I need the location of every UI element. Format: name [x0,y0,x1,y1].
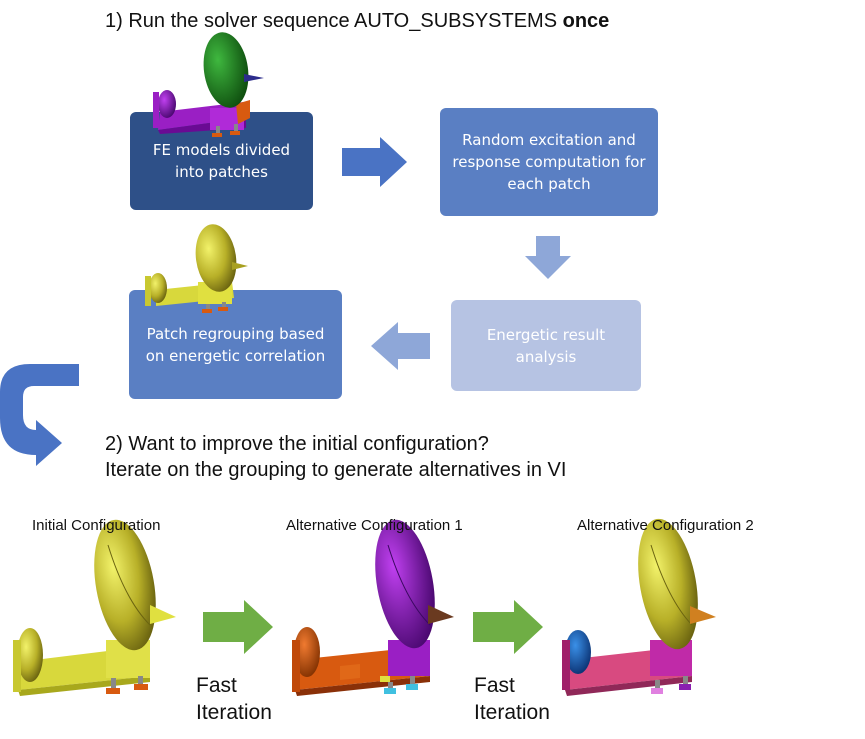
energetic-analysis-box: Energetic result analysis [451,300,641,391]
patch-regrouping-label: Patch regrouping based on energetic corr… [145,324,326,365]
alternative-configuration-2-label: Alternative Configuration 2 [577,517,754,534]
fast-iteration-label-2: Fast Iteration [474,672,550,726]
initial-configuration-model [13,519,176,696]
patch-regrouping-box: Patch regrouping based on energetic corr… [129,290,342,399]
arrow-down-icon [525,236,571,279]
regrouped-model-thumbnail [145,224,248,313]
fast-iteration-1-line1: Fast [196,674,237,697]
fe-models-label: FE models divided into patches [152,141,291,181]
step2-heading: 2) Want to improve the initial configura… [105,431,566,483]
step2-heading-line2: Iterate on the grouping to generate alte… [105,459,567,481]
initial-configuration-label: Initial Configuration [32,517,161,534]
iteration-arrow-1-icon [203,600,273,654]
energetic-analysis-label: Energetic result analysis [486,325,606,366]
alternative-configuration-2-model [562,518,716,696]
fast-iteration-label-1: Fast Iteration [196,672,272,726]
fe-model-thumbnail [153,32,264,137]
random-excitation-label: Random excitation and response computati… [452,131,646,193]
random-excitation-box: Random excitation and response computati… [440,108,658,216]
arrow-left-icon [371,322,430,370]
fast-iteration-1-line2: Iteration [196,701,272,724]
arrow-right-icon [342,137,407,187]
step2-heading-line1: 2) Want to improve the initial configura… [105,433,489,455]
fast-iteration-2-line2: Iteration [474,701,550,724]
step1-heading-emphasis: once [562,10,610,32]
alternative-configuration-1-label: Alternative Configuration 1 [286,517,463,534]
iteration-arrow-2-icon [473,600,543,654]
curved-arrow-icon [0,364,79,466]
step1-heading: 1) Run the solver sequence AUTO_SUBSYSTE… [105,10,609,33]
fast-iteration-2-line1: Fast [474,674,515,697]
step1-heading-text: 1) Run the solver sequence AUTO_SUBSYSTE… [105,10,563,32]
alternative-configuration-1-model [292,519,454,696]
